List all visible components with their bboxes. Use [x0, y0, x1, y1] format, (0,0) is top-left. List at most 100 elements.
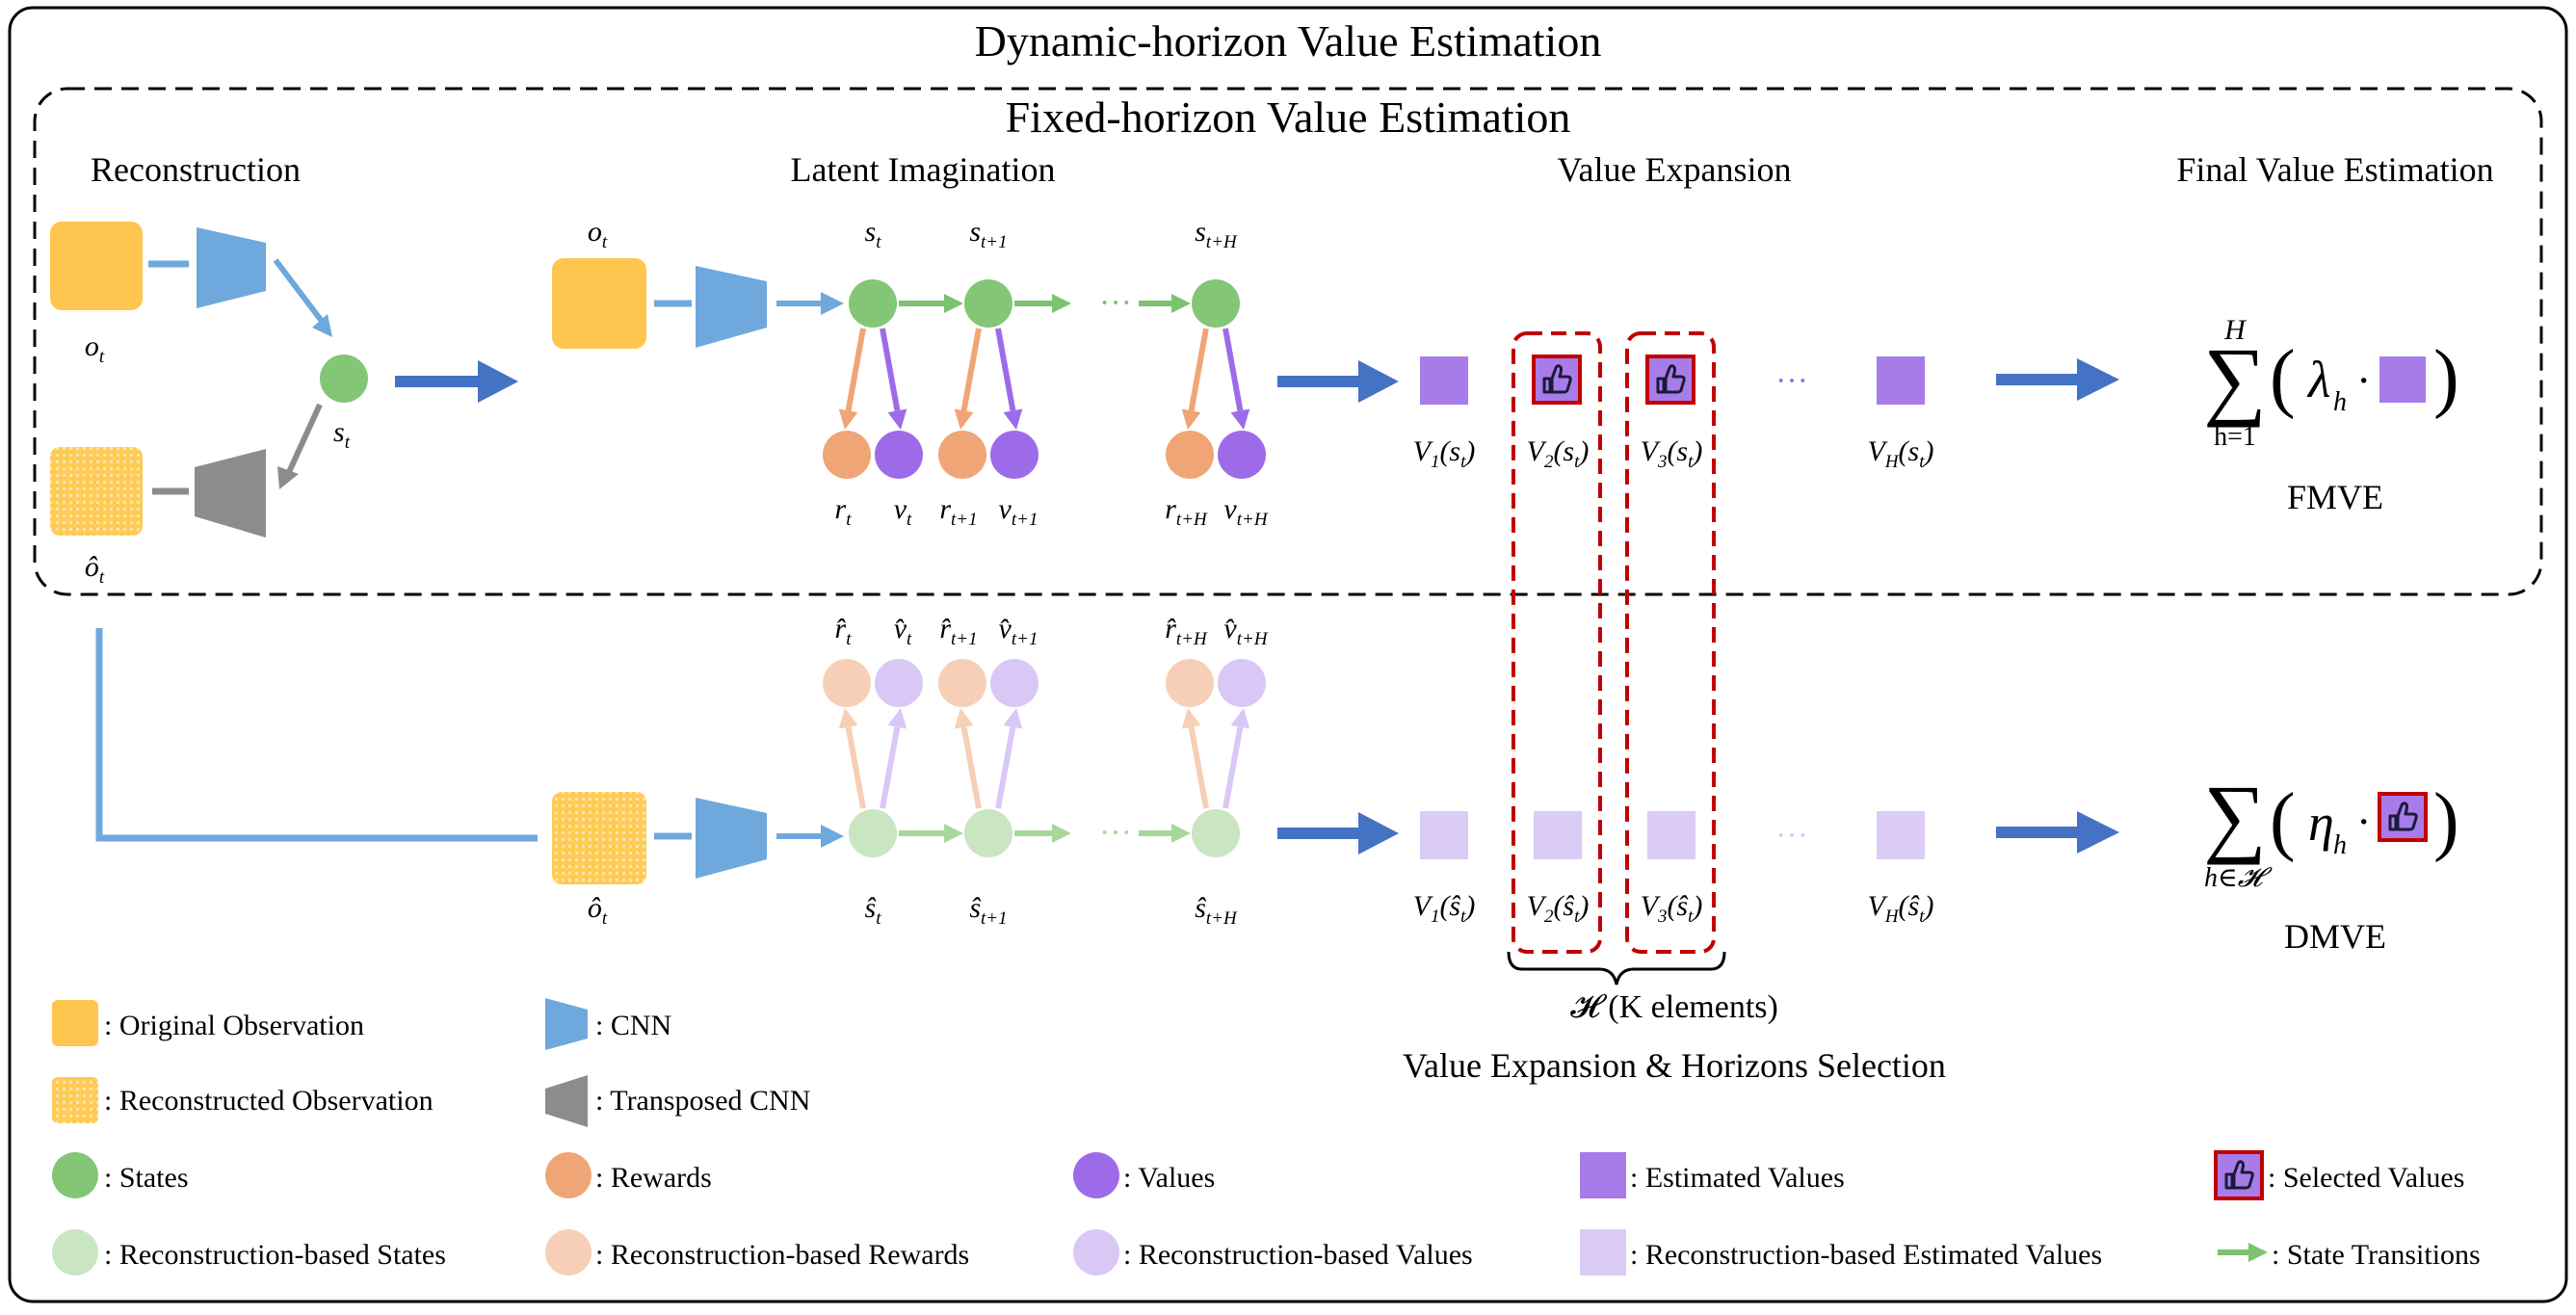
- big-arrow-bottom-final: [2077, 811, 2119, 854]
- svg-text:st: st: [333, 416, 351, 453]
- state-node: [964, 279, 1012, 328]
- estimate-label: V3(st): [1641, 435, 1703, 472]
- state-label: st+H: [1195, 216, 1238, 252]
- estimate-label: V3(ŝt): [1641, 890, 1703, 927]
- legend-recon-rewards: : Reconstruction-based Rewards: [595, 1239, 969, 1271]
- legend-swatch-recon-estimated-values: [1580, 1229, 1626, 1276]
- selection-brace: [1507, 951, 1726, 986]
- encoder-cnn: [197, 227, 266, 308]
- value-label: v̂t: [894, 613, 912, 649]
- svg-text:H: H: [2223, 314, 2247, 346]
- reward-label: r̂t+H: [1165, 613, 1208, 649]
- legend-reconstructed-observation: : Reconstructed Observation: [104, 1085, 434, 1117]
- reconstructed-observation: [50, 447, 143, 536]
- state-node: [964, 809, 1012, 857]
- state-to-value-arrow: [880, 708, 907, 809]
- original-observation: [50, 222, 143, 310]
- recon-estimate-square-3: [1647, 811, 1695, 859]
- cnn-to-state-arrow: [273, 258, 327, 326]
- dynamic-title: Dynamic-horizon Value Estimation: [975, 16, 1602, 66]
- fmve-formula: H ∑ h=1 ( λ h · ): [2203, 314, 2458, 452]
- recon-state-label: s: [333, 416, 345, 448]
- big-arrow-bottom-expansion: [1358, 812, 1399, 855]
- svg-text:∑: ∑: [2203, 329, 2267, 428]
- state-to-reward-arrow: [838, 708, 866, 809]
- reward-label: r̂t+1: [939, 613, 977, 649]
- state-node: [1192, 279, 1240, 328]
- state-to-tcnn-arrow: [286, 403, 323, 474]
- legend-swatch-cnn: [545, 998, 588, 1050]
- value-label: vt: [894, 493, 912, 530]
- svg-text:ôt: ôt: [588, 892, 608, 929]
- svg-text:η: η: [2308, 794, 2334, 852]
- reward-node: [938, 431, 986, 479]
- state-to-value-arrow: [880, 328, 907, 430]
- section-reconstruction: Reconstruction: [91, 150, 301, 189]
- reward-node: [1166, 659, 1214, 707]
- value-label: vt+H: [1223, 493, 1268, 530]
- fixed-horizon-box: [33, 87, 2543, 596]
- recon-path-line: [95, 628, 538, 842]
- state-to-reward-arrow: [954, 328, 982, 430]
- legend-swatch-transposed-cnn: [545, 1075, 588, 1127]
- legend-state-transitions: : State Transitions: [2272, 1239, 2481, 1271]
- legend-cnn: : CNN: [595, 1010, 671, 1041]
- state-label: st: [865, 216, 882, 252]
- state-to-reward-arrow: [1181, 328, 1209, 430]
- svg-text:·: ·: [2356, 355, 2371, 405]
- selection-box-2: [1511, 331, 1602, 954]
- value-node: [990, 659, 1038, 707]
- reward-node: [1166, 431, 1214, 479]
- estimate-label: V1(ŝt): [1413, 890, 1476, 927]
- recon-state-node: [320, 355, 368, 403]
- legend-transposed-cnn: : Transposed CNN: [595, 1085, 810, 1117]
- legend-swatch-states: [52, 1152, 98, 1198]
- legend-swatch-recon-rewards: [545, 1229, 591, 1276]
- selection-caption: Value Expansion & Horizons Selection: [1403, 1046, 1946, 1085]
- estimate-label: V2(ŝt): [1527, 890, 1590, 927]
- value-label: v̂t+1: [999, 613, 1038, 649]
- legend-original-observation: : Original Observation: [104, 1010, 364, 1041]
- estimate-label: VH(ŝt): [1867, 890, 1933, 927]
- svg-text:h: h: [2333, 387, 2347, 417]
- state-to-value-arrow: [995, 708, 1023, 809]
- svg-text:): ): [2433, 778, 2459, 863]
- bottom-obs-label: ô: [588, 892, 602, 924]
- state-node: [849, 809, 897, 857]
- thumbs-up-icon: [1645, 355, 1695, 405]
- transition-dots: ···: [1099, 285, 1132, 321]
- reward-node: [938, 659, 986, 707]
- obs-label: o: [85, 330, 99, 362]
- legend-states: : States: [104, 1162, 189, 1194]
- legend-swatch-reconstructed-observation: [52, 1077, 98, 1123]
- latent-obs-label: o: [588, 216, 602, 248]
- big-arrow-recon: [478, 360, 518, 403]
- legend-swatch-estimated-values: [1580, 1152, 1626, 1198]
- big-arrow-top-expansion: [1358, 360, 1399, 403]
- svg-text:·: ·: [2356, 797, 2371, 846]
- value-node: [1218, 659, 1266, 707]
- value-node: [875, 431, 923, 479]
- bottom-cnn: [696, 798, 767, 879]
- latent-cnn: [696, 266, 767, 348]
- svg-text:ot: ot: [588, 216, 608, 252]
- fmve-label: FMVE: [2287, 478, 2383, 516]
- svg-text:ôt: ôt: [85, 551, 105, 588]
- value-label: v̂t+H: [1223, 613, 1268, 649]
- top-expansion-dots: ···: [1775, 363, 1808, 399]
- svg-text:∑: ∑: [2203, 767, 2267, 865]
- legend-estimated-values: : Estimated Values: [1630, 1162, 1845, 1194]
- value-node: [990, 431, 1038, 479]
- reward-node: [823, 431, 871, 479]
- state-to-value-arrow: [995, 328, 1023, 430]
- formula-estimate-square: [2379, 356, 2426, 403]
- state-transition-arrow: [1014, 824, 1071, 843]
- legend-recon-estimated-values: : Reconstruction-based Estimated Values: [1630, 1239, 2102, 1271]
- latent-observation: [552, 258, 646, 349]
- svg-text:h=1: h=1: [2214, 422, 2256, 452]
- state-transition-arrow: [899, 824, 963, 843]
- fixed-title: Fixed-horizon Value Estimation: [1006, 92, 1571, 142]
